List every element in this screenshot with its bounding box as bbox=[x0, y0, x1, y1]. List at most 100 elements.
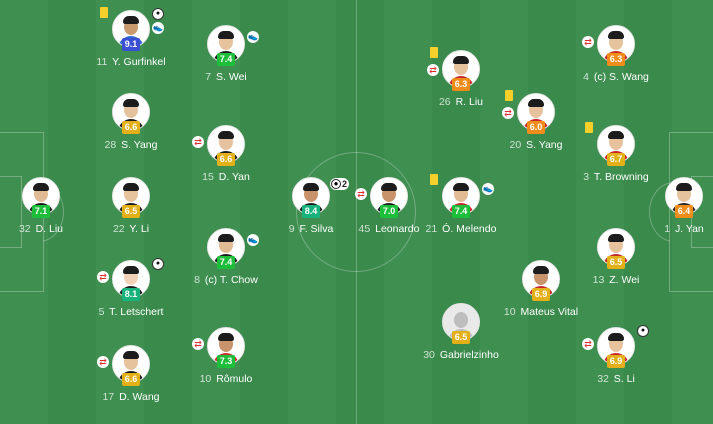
avatar-hair bbox=[608, 234, 624, 242]
rating-badge: 7.0 bbox=[380, 205, 398, 218]
goal-ball-icon: ● bbox=[152, 258, 164, 270]
avatar-hair bbox=[676, 183, 692, 191]
away-player-3[interactable]: 6.7 3 T. Browning bbox=[571, 122, 661, 183]
player-name-line: 11 Y. Gurfinkel bbox=[86, 56, 176, 68]
player-number: 17 bbox=[102, 391, 115, 403]
player-name: S. Li bbox=[613, 373, 635, 385]
rating-badge: 6.5 bbox=[452, 331, 470, 344]
player-name-line: 3 T. Browning bbox=[571, 171, 661, 183]
player-name-line: 17 D. Wang bbox=[86, 391, 176, 403]
player-number: 1 bbox=[664, 223, 671, 235]
player-number: 20 bbox=[509, 139, 522, 151]
player-number: 22 bbox=[112, 223, 125, 235]
player-number: 21 bbox=[425, 223, 438, 235]
assist-boot-icon: 👟 bbox=[247, 234, 259, 246]
player-name-line: 10 Rômulo bbox=[181, 373, 271, 385]
substitution-icon: ⇄ bbox=[97, 356, 109, 368]
player-name: D. Liu bbox=[35, 223, 64, 235]
rating-badge: 6.9 bbox=[607, 355, 625, 368]
yellow-card-icon bbox=[505, 90, 513, 101]
rating-badge: 6.6 bbox=[122, 373, 140, 386]
avatar-hair bbox=[608, 31, 624, 39]
rating-badge: 7.1 bbox=[32, 205, 50, 218]
substitution-icon: ⇄ bbox=[192, 338, 204, 350]
player-name: Gabrielzinho bbox=[439, 349, 499, 361]
player-name: (c) S. Wang bbox=[593, 71, 649, 83]
player-name: S. Wei bbox=[216, 71, 247, 83]
avatar-hair bbox=[453, 56, 469, 64]
player-name: D. Yan bbox=[218, 171, 250, 183]
rating-badge: 6.6 bbox=[122, 121, 140, 134]
player-name-line: 8 (c) T. Chow bbox=[181, 274, 271, 286]
player-number: 11 bbox=[96, 56, 108, 68]
player-name: Y. Li bbox=[129, 223, 150, 235]
away-player-10[interactable]: 6.9 10 Mateus Vital bbox=[496, 260, 586, 318]
player-name-line: 1 J. Yan bbox=[639, 223, 713, 235]
player-number: 10 bbox=[503, 306, 516, 318]
rating-badge: 6.7 bbox=[607, 153, 625, 166]
player-number: 26 bbox=[438, 96, 451, 108]
player-name-line: 20 S. Yang bbox=[491, 139, 581, 151]
player-name-line: 45 Leonardo bbox=[344, 223, 434, 235]
centre-circle bbox=[296, 152, 416, 272]
assist-boot-icon: 👟 bbox=[482, 183, 494, 195]
rating-badge: 6.5 bbox=[122, 205, 140, 218]
avatar-hair bbox=[33, 183, 49, 191]
away-player-30[interactable]: 6.5 30 Gabrielzinho bbox=[416, 303, 506, 361]
avatar-hair bbox=[528, 99, 544, 107]
rating-badge: 7.4 bbox=[452, 205, 470, 218]
avatar-hair bbox=[123, 266, 139, 274]
yellow-card-icon bbox=[430, 174, 438, 185]
avatar-hair bbox=[123, 351, 139, 359]
rating-badge: 6.3 bbox=[607, 53, 625, 66]
home-player-17[interactable]: 6.6 17 D. Wang ⇄ bbox=[86, 345, 176, 403]
player-name: T. Letschert bbox=[109, 306, 164, 318]
avatar-hair bbox=[123, 16, 139, 24]
avatar-hair bbox=[218, 31, 234, 39]
substitution-icon: ⇄ bbox=[502, 107, 514, 119]
home-player-10[interactable]: 7.3 10 Rômulo ⇄ bbox=[181, 327, 271, 385]
player-name-line: 13 Z. Wei bbox=[571, 274, 661, 286]
rating-badge: 6.6 bbox=[217, 153, 235, 166]
home-player-22[interactable]: 6.5 22 Y. Li bbox=[86, 177, 176, 235]
away-player-20[interactable]: 6.0 20 S. Yang ⇄ bbox=[491, 90, 581, 151]
rating-badge: 7.3 bbox=[217, 355, 235, 368]
player-number: 30 bbox=[423, 349, 435, 361]
rating-badge: 6.3 bbox=[452, 78, 470, 91]
avatar-hair bbox=[218, 131, 234, 139]
player-name: Leonardo bbox=[375, 223, 420, 235]
rating-badge: 6.0 bbox=[527, 121, 545, 134]
rating-badge: 9.1 bbox=[122, 38, 140, 51]
player-number: 15 bbox=[202, 171, 214, 183]
substitution-icon: ⇄ bbox=[192, 136, 204, 148]
player-name: T. Browning bbox=[593, 171, 649, 183]
assist-boot-icon: 👟 bbox=[247, 31, 259, 43]
goal-ball-icon: ● bbox=[152, 8, 164, 20]
player-number: 8 bbox=[194, 274, 200, 286]
substitution-icon: ⇄ bbox=[97, 271, 109, 283]
player-number: 32 bbox=[18, 223, 31, 235]
player-name-line: 32 D. Liu bbox=[0, 223, 86, 235]
player-name-line: 4 (c) S. Wang bbox=[571, 71, 661, 83]
player-name-line: 22 Y. Li bbox=[86, 223, 176, 235]
avatar-hair bbox=[608, 131, 624, 139]
rating-badge: 6.9 bbox=[532, 288, 550, 301]
player-name-line: 10 Mateus Vital bbox=[496, 306, 586, 318]
player-name: Y. Gurfinkel bbox=[112, 56, 166, 68]
